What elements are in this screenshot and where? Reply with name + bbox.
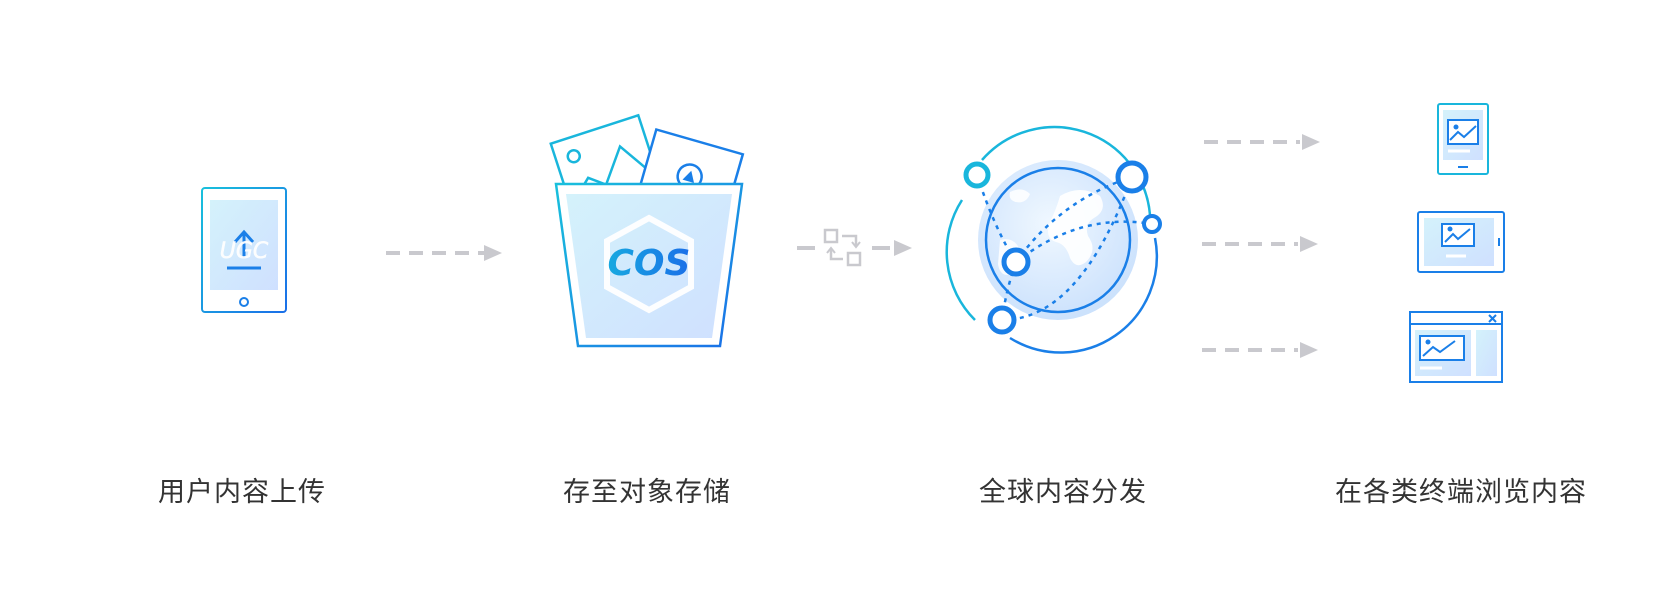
step-label-upload: 用户内容上传 xyxy=(158,477,326,508)
storage-bucket-icon: COS xyxy=(549,113,745,348)
cos-text: COS xyxy=(608,243,691,284)
arrow-right-icon xyxy=(1204,134,1320,150)
arrow-right-icon xyxy=(386,245,502,261)
step-label-distribute: 全球内容分发 xyxy=(979,477,1147,508)
ugc-text: UGC xyxy=(220,239,269,264)
arrow-right-icon xyxy=(1202,342,1318,358)
sync-transfer-icon xyxy=(797,228,912,267)
step-label-store: 存至对象存储 xyxy=(563,477,731,508)
browser-window-image-icon xyxy=(1409,311,1503,383)
globe-network-icon xyxy=(945,125,1162,354)
tablet-image-icon xyxy=(1437,103,1489,175)
step-label-view: 在各类终端浏览内容 xyxy=(1335,477,1587,508)
mobile-landscape-image-icon xyxy=(1417,211,1505,273)
arrow-right-icon xyxy=(1202,236,1318,252)
tablet-upload-icon: UGC xyxy=(201,187,287,313)
